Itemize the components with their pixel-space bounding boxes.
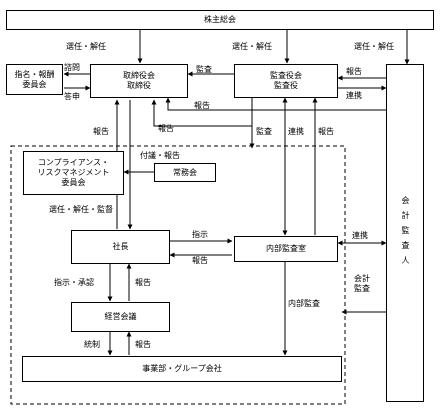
elect-accounting-label: 選任・解任 [354, 42, 394, 51]
report-to-board-left-label: 報告 [93, 127, 109, 136]
compliance-committee-box: コンプライアンス・ リスクマネジメント 委員会 [23, 151, 124, 195]
audit-down-label: 監査 [256, 127, 272, 136]
agenda-report-label: 付議・報告 [140, 151, 180, 160]
report-answer-label: 答申 [64, 92, 80, 101]
report-from-internal-label: 報告 [192, 256, 208, 265]
internal-audit-office-box: 内部監査室 [234, 236, 338, 262]
board-of-directors-box: 取締役会 取締役 [90, 64, 188, 98]
divisions-group-box: 事業部・グループ会社 [22, 356, 342, 382]
elect-supervise-label: 選任・解任・監督 [49, 205, 113, 214]
internal-audit-label: 内部監査 [288, 299, 320, 308]
accounting-audit-label: 会計 監査 [354, 274, 370, 293]
report-accounting-to-board-label: 報告 [194, 101, 210, 110]
executive-committee-box: 常務会 [154, 163, 216, 182]
instruct-internal-label: 指示 [192, 230, 208, 239]
management-meeting-box: 経営会議 [71, 302, 170, 332]
audit-board-box: 監査役会 監査役 [234, 64, 338, 98]
cooperate-accounting-label: 連携 [346, 91, 362, 100]
report-management-label: 報告 [135, 278, 151, 287]
report-internal-label: 報告 [318, 127, 334, 136]
accounting-report-arrow [165, 97, 386, 111]
control-label: 統制 [84, 340, 100, 349]
internal-control-boundary [10, 145, 346, 405]
report-to-board-mid-arrow [151, 99, 252, 127]
audit-board-to-directors-label: 監査 [196, 65, 212, 74]
report-to-board-mid-label: 報告 [158, 124, 174, 133]
cooperate-internal-accounting-label: 連携 [352, 231, 368, 240]
elect-board-label: 選任・解任 [66, 42, 106, 51]
cooperate-internal-label: 連携 [288, 127, 304, 136]
president-box: 社長 [71, 230, 170, 264]
instruct-approve-label: 指示・承認 [54, 278, 94, 287]
elect-audit-label: 選任・解任 [232, 42, 272, 51]
consult-label: 諮問 [64, 63, 80, 72]
accounting-auditor-box: 会計監査人 [386, 64, 424, 402]
nomination-committee-box: 指名・報酬 委員会 [6, 64, 63, 95]
report-divisions-label: 報告 [135, 340, 151, 349]
shareholders-meeting-box: 株主総会 [6, 10, 434, 30]
report-to-audit-label: 報告 [346, 67, 362, 76]
